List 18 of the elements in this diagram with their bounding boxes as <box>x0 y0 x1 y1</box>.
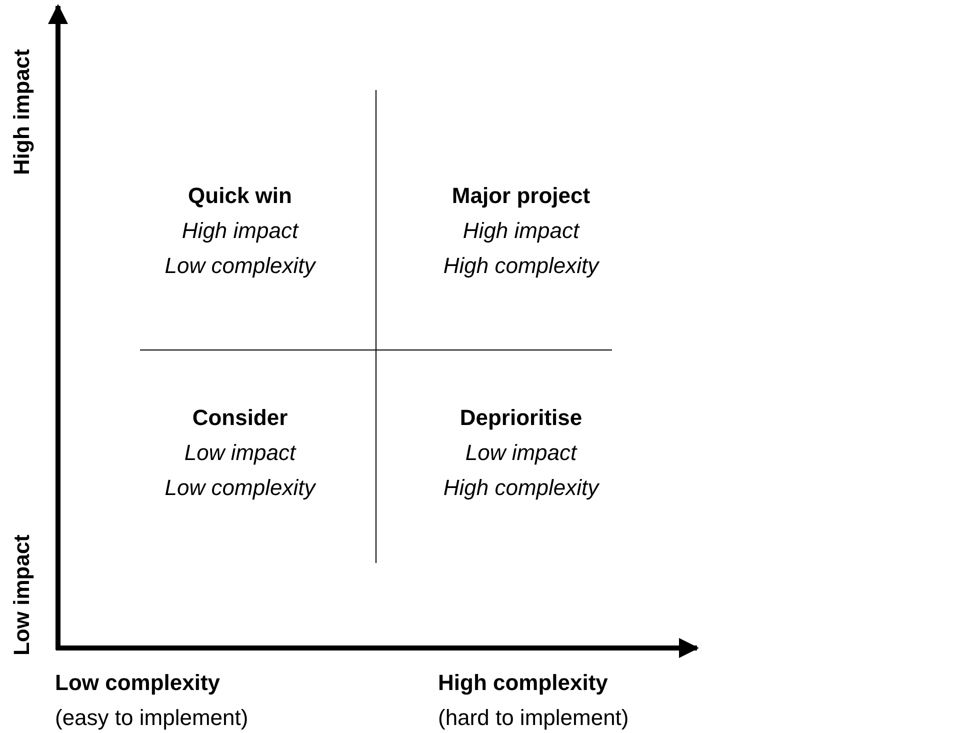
quadrant-description: High complexity <box>443 253 599 279</box>
quadrant-description: High complexity <box>443 475 599 501</box>
quadrant-description: High impact <box>462 218 580 244</box>
axis-note: (hard to implement) <box>438 705 629 731</box>
axis-label: Low complexity <box>55 670 220 696</box>
quadrant-description: High impact <box>182 218 298 244</box>
axis-label: Low impact <box>9 534 35 656</box>
axis-label: High complexity <box>438 670 608 696</box>
quadrant-description: Low complexity <box>164 475 316 501</box>
quadrant-title: Deprioritise <box>460 405 582 431</box>
quadrant-title: Major project <box>452 183 590 209</box>
quadrant-description: Low impact <box>465 440 577 466</box>
quadrant-description: Low complexity <box>164 253 316 279</box>
quadrant-description: Low impact <box>184 440 296 466</box>
quadrant-title: Consider <box>192 405 288 431</box>
quadrant-title: Quick win <box>188 183 292 209</box>
axis-note: (easy to implement) <box>55 705 248 731</box>
axis-label: High impact <box>9 49 35 175</box>
